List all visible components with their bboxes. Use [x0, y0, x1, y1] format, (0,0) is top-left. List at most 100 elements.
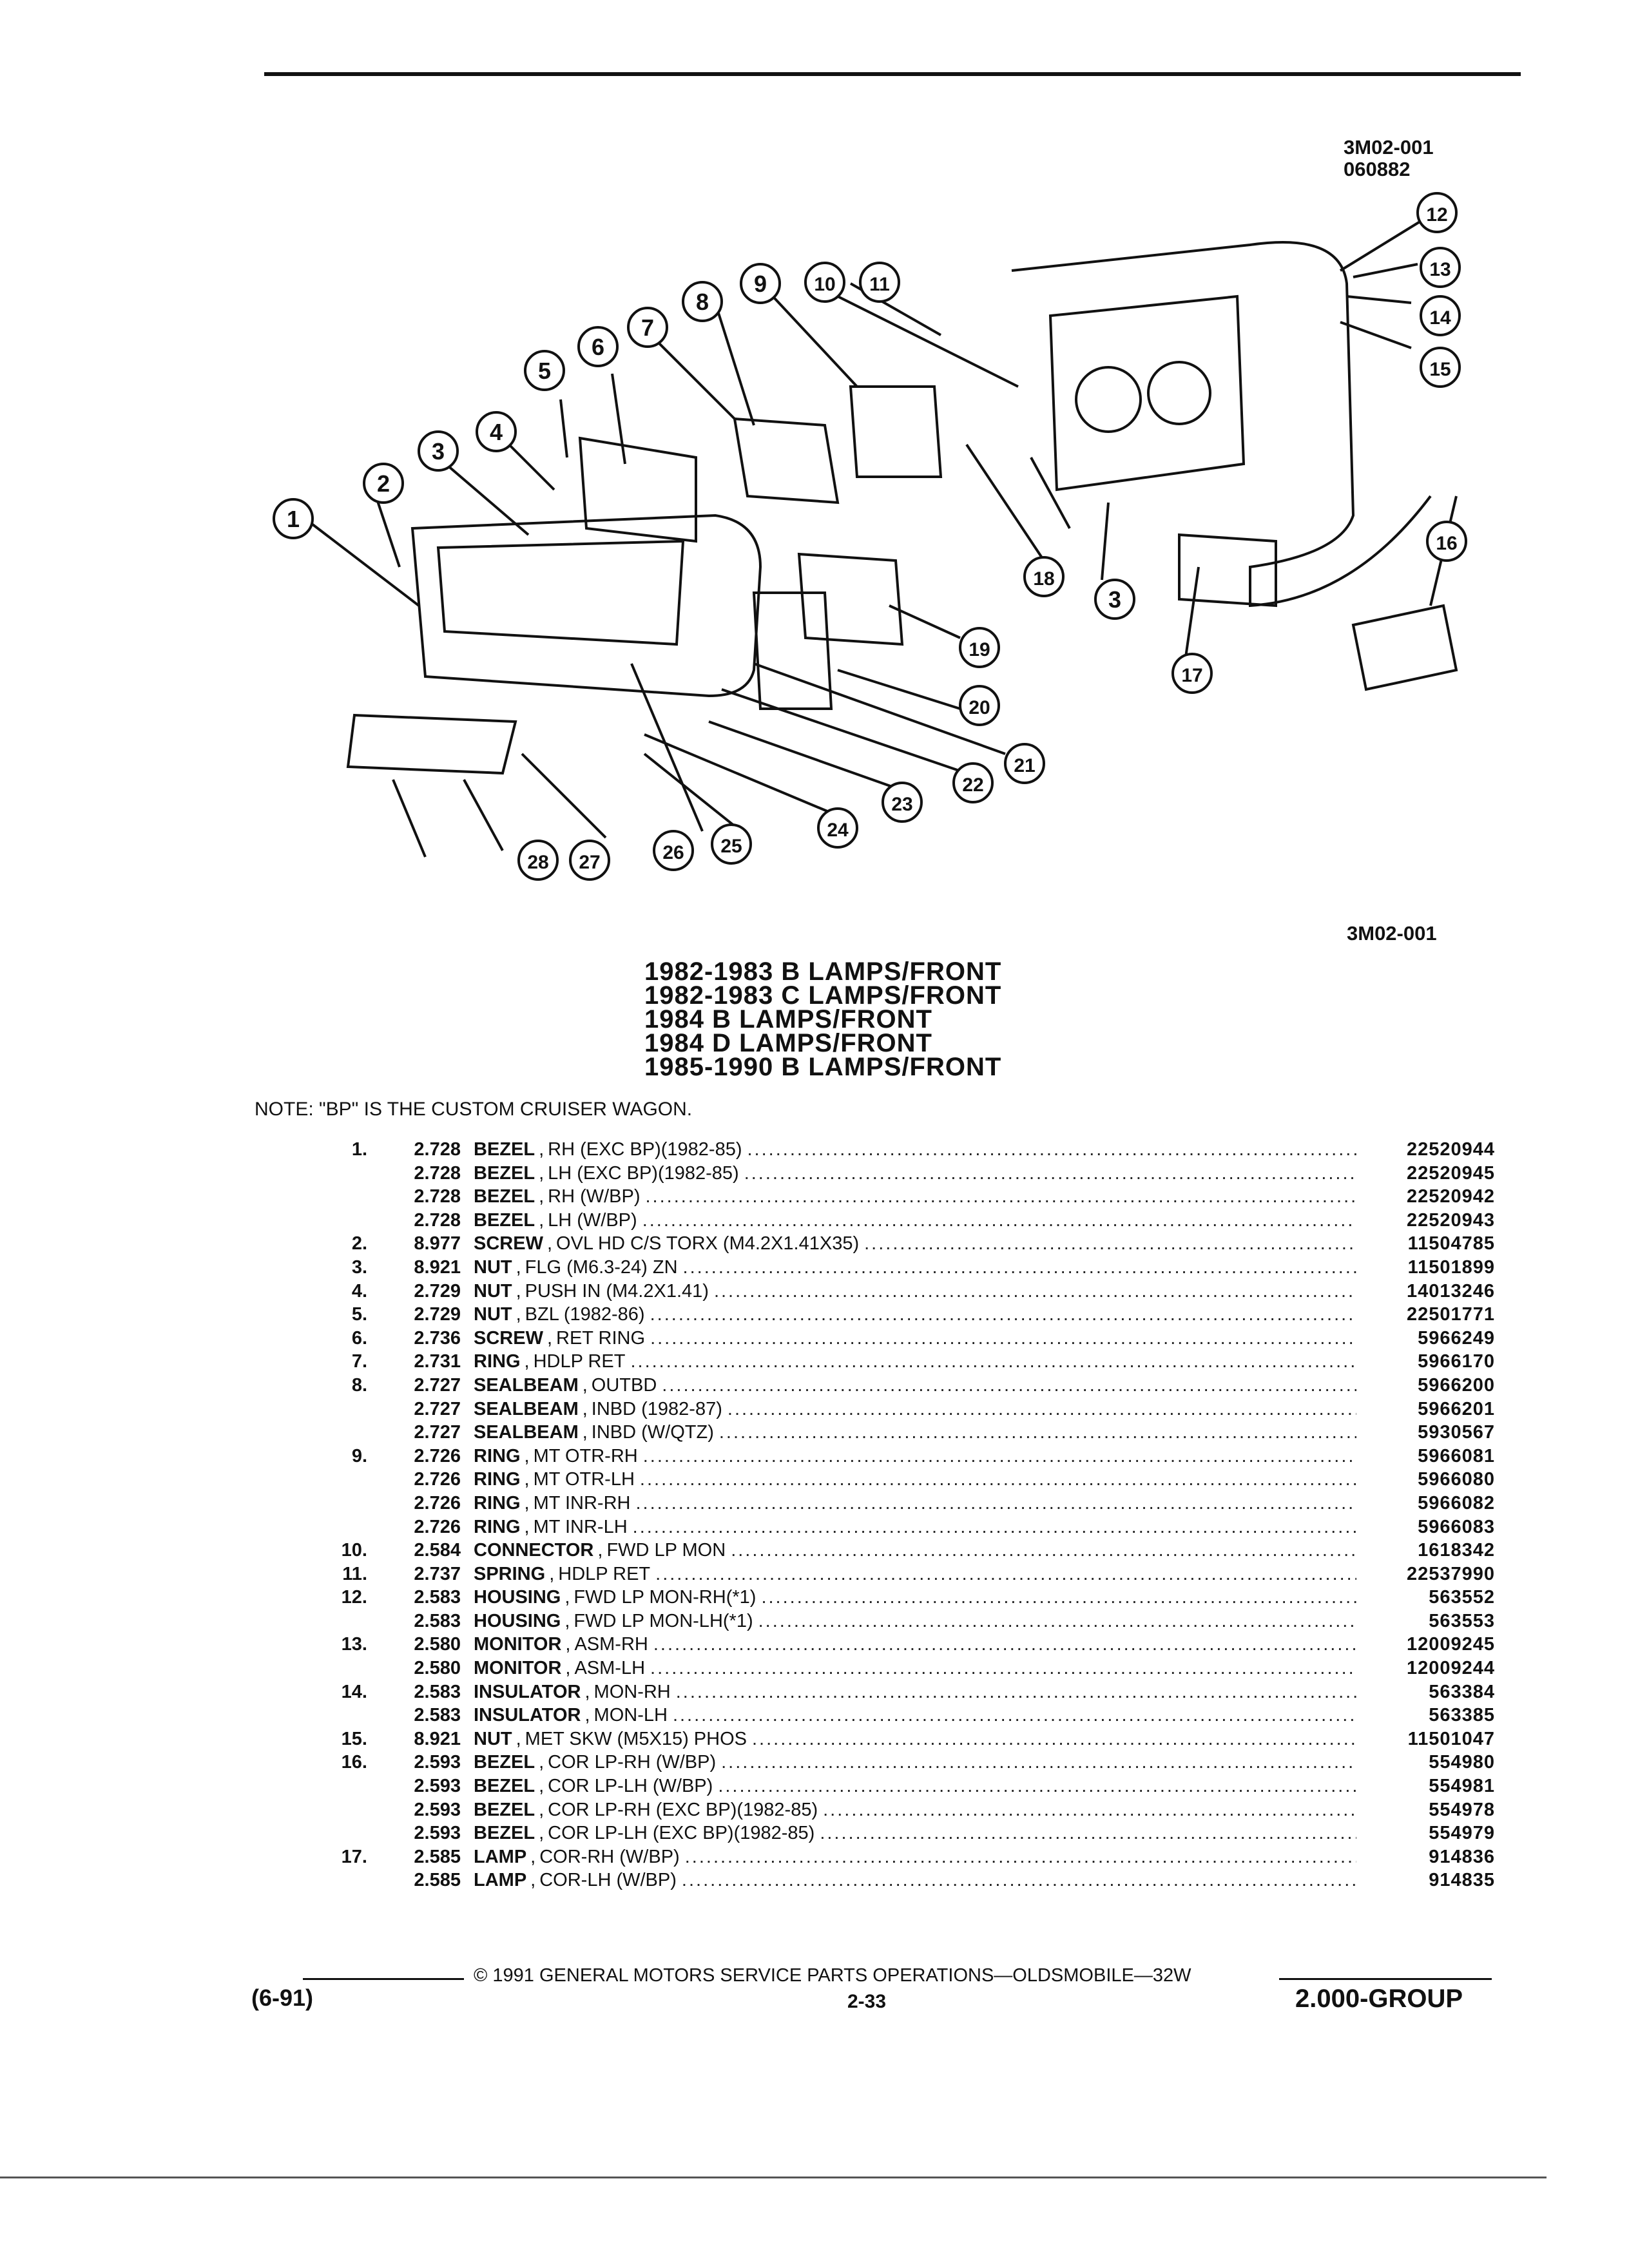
separator: ,: [549, 1563, 555, 1584]
separator: ,: [582, 1374, 588, 1396]
part-description: BEZEL,COR LP-RH (W/BP): [474, 1752, 1356, 1773]
part-number: 22520943: [1406, 1209, 1495, 1231]
separator: ,: [582, 1422, 588, 1443]
part-description: NUT,MET SKW (M5X15) PHOS: [474, 1729, 1356, 1750]
part-name: BEZEL: [474, 1799, 535, 1820]
part-description: RING,MT INR-RH: [474, 1493, 1356, 1514]
dot-leader: [722, 1399, 1356, 1420]
separator: ,: [539, 1823, 545, 1844]
separator: ,: [524, 1469, 530, 1490]
part-name: HOUSING: [474, 1610, 561, 1631]
part-number: 11501047: [1407, 1728, 1495, 1749]
callout-25-label: 25: [720, 836, 742, 857]
group-number: 2.593: [414, 1823, 461, 1844]
group-number: 8.977: [414, 1233, 461, 1254]
sealbeam: [733, 417, 840, 505]
dot-leader: [742, 1139, 1357, 1160]
part-detail: LH (W/BP): [548, 1209, 637, 1231]
diagram-ref-bottom: 3M02-001: [1347, 922, 1437, 945]
side-marker-26: [346, 713, 517, 775]
date-code: (6-91): [251, 1984, 314, 2011]
top-rule: [264, 72, 1521, 76]
group-number: 2.726: [414, 1492, 461, 1514]
dot-leader: [677, 1870, 1356, 1891]
callout-20-label: 20: [969, 697, 990, 718]
part-detail: COR LP-RH (EXC BP)(1982-85): [548, 1799, 818, 1820]
footer-rule-right: [1279, 1978, 1492, 1980]
dot-leader: [680, 1847, 1356, 1868]
page-number: 2-33: [847, 1991, 887, 2012]
item-number: 7.: [351, 1351, 367, 1372]
part-number: 563385: [1429, 1705, 1495, 1726]
part-number: 22520945: [1406, 1162, 1495, 1184]
dot-leader: [637, 1210, 1356, 1231]
part-detail: MET SKW (M5X15) PHOS: [525, 1728, 747, 1749]
dot-leader: [657, 1375, 1356, 1396]
part-description: SEALBEAM,INBD (W/QTZ): [474, 1422, 1356, 1443]
part-number: 22520942: [1406, 1186, 1495, 1207]
part-name: LAMP: [474, 1870, 527, 1891]
separator: ,: [530, 1870, 536, 1891]
part-number: 1618342: [1418, 1540, 1495, 1561]
headlamp-opening-inner: [1147, 361, 1211, 425]
bezel-window: [436, 539, 685, 646]
part-name: MONITOR: [474, 1634, 562, 1655]
part-description: RING,HDLP RET: [474, 1351, 1356, 1372]
callout-3: 3: [418, 430, 459, 472]
group-number: 2.726: [414, 1445, 461, 1466]
item-number: 6.: [351, 1327, 367, 1349]
item-number: 16.: [341, 1752, 367, 1773]
part-detail: COR-LH (W/BP): [539, 1870, 677, 1891]
part-number: 5966082: [1418, 1492, 1495, 1514]
item-number: 13.: [341, 1634, 367, 1655]
part-number: 914835: [1429, 1870, 1495, 1891]
part-description: BEZEL,COR LP-RH (EXC BP)(1982-85): [474, 1800, 1356, 1821]
part-name: NUT: [474, 1304, 512, 1325]
dot-leader: [713, 1776, 1356, 1797]
part-description: SCREW,OVL HD C/S TORX (M4.2X1.41X35): [474, 1233, 1356, 1254]
group-number: 2.729: [414, 1304, 461, 1325]
part-detail: COR LP-RH (W/BP): [548, 1752, 717, 1773]
callout-2-label: 2: [377, 470, 390, 497]
corner-lamp-17: [1178, 533, 1277, 608]
item-number: 15.: [341, 1728, 367, 1749]
group-number: 2.728: [414, 1186, 461, 1207]
part-description: RING,MT INR-LH: [474, 1517, 1356, 1538]
dot-leader: [648, 1634, 1356, 1655]
part-detail: RET RING: [556, 1327, 646, 1349]
separator: ,: [516, 1304, 521, 1325]
item-number: 8.: [351, 1374, 367, 1396]
callout-27: 27: [569, 840, 610, 881]
part-description: HOUSING,FWD LP MON-RH(*1): [474, 1587, 1356, 1608]
part-number: 5930567: [1418, 1422, 1495, 1443]
group-number: 2.580: [414, 1634, 461, 1655]
part-name: RING: [474, 1492, 521, 1514]
part-number: 554978: [1429, 1799, 1495, 1820]
part-description: LAMP,COR-LH (W/BP): [474, 1870, 1356, 1891]
callout-25: 25: [711, 823, 752, 865]
part-detail: HDLP RET: [533, 1351, 626, 1372]
dot-leader: [630, 1493, 1356, 1514]
separator: ,: [582, 1398, 588, 1419]
group-code: 2.000-GROUP: [1295, 1984, 1463, 2013]
part-detail: OUTBD: [591, 1374, 657, 1396]
part-description: NUT,BZL (1982-86): [474, 1304, 1356, 1325]
footer-rule-left: [303, 1978, 464, 1980]
callout-8: 8: [682, 281, 723, 322]
part-number: 5966083: [1418, 1516, 1495, 1537]
part-detail: MT INR-RH: [533, 1492, 631, 1514]
part-description: CONNECTOR,FWD LP MON: [474, 1540, 1356, 1561]
dot-leader: [678, 1257, 1356, 1278]
part-name: MONITOR: [474, 1658, 562, 1679]
part-detail: COR LP-LH (EXC BP)(1982-85): [548, 1823, 815, 1844]
separator: ,: [539, 1186, 545, 1207]
part-detail: FLG (M6.3-24) ZN: [525, 1256, 678, 1278]
part-number: 5966201: [1418, 1398, 1495, 1419]
callout-21: 21: [1004, 743, 1045, 784]
part-detail: OVL HD C/S TORX (M4.2X1.41X35): [556, 1233, 860, 1254]
callout-23-label: 23: [891, 794, 912, 815]
